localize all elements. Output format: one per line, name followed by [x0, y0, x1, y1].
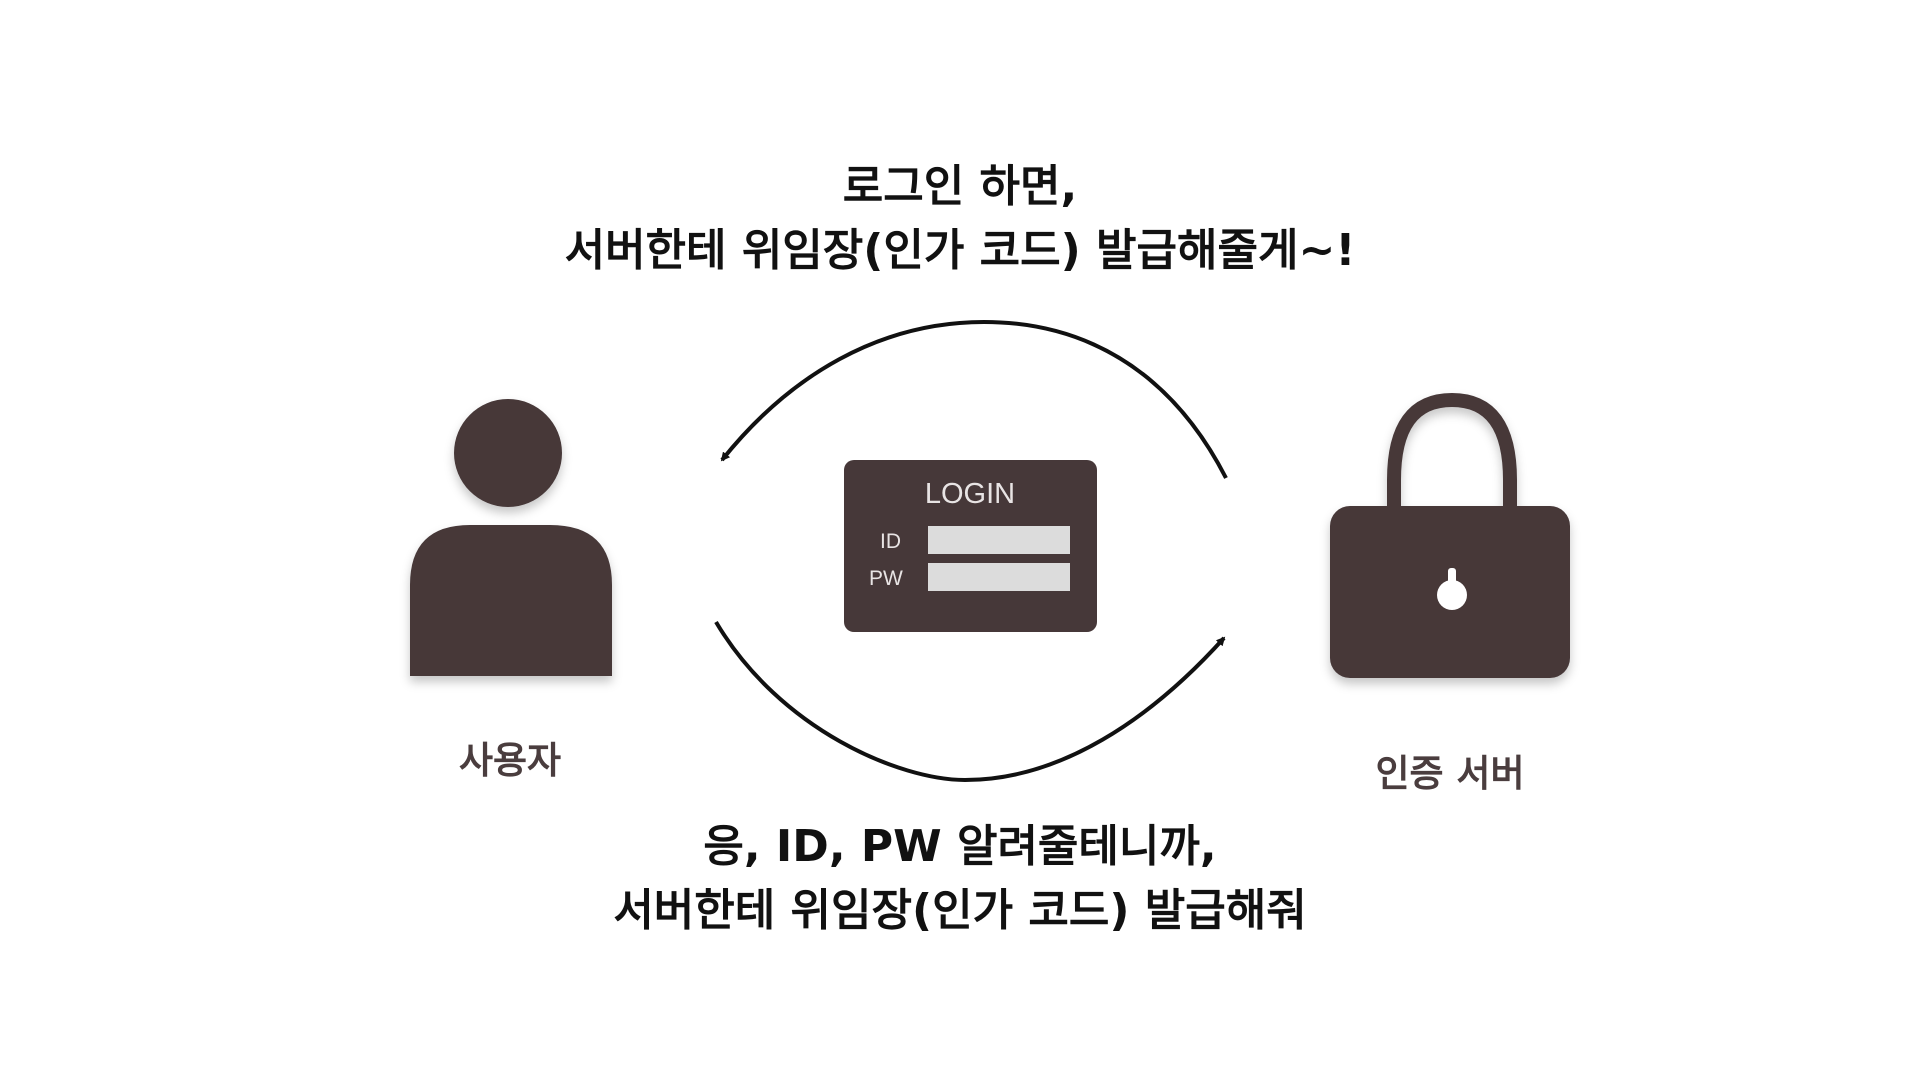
- bottom-caption-line-1: 응, ID, PW 알려줄테니까,: [703, 821, 1217, 872]
- id-field: [928, 526, 1070, 554]
- pw-field: [928, 563, 1070, 591]
- bottom-caption: 응, ID, PW 알려줄테니까, 서버한테 위임장(인가 코드) 발급해줘: [0, 815, 1920, 943]
- pw-label: PW: [869, 567, 903, 590]
- login-title: LOGIN: [925, 478, 1015, 510]
- login-box: LOGIN ID PW: [844, 460, 1097, 632]
- user-label: 사용자: [458, 739, 562, 782]
- id-label: ID: [880, 530, 901, 553]
- lock-icon: [1330, 392, 1570, 678]
- person-icon: [410, 399, 612, 676]
- bottom-caption-line-2: 서버한테 위임장(인가 코드) 발급해줘: [613, 885, 1307, 936]
- server-label: 인증 서버: [1375, 752, 1525, 795]
- arrow-user-to-server: [714, 620, 1226, 783]
- top-caption: 로그인 하면, 서버한테 위임장(인가 코드) 발급해줄게~!: [0, 155, 1920, 283]
- top-caption-line-2: 서버한테 위임장(인가 코드) 발급해줄게~!: [564, 225, 1356, 276]
- top-caption-line-1: 로그인 하면,: [842, 161, 1078, 212]
- arrow-server-to-user: [720, 319, 1228, 479]
